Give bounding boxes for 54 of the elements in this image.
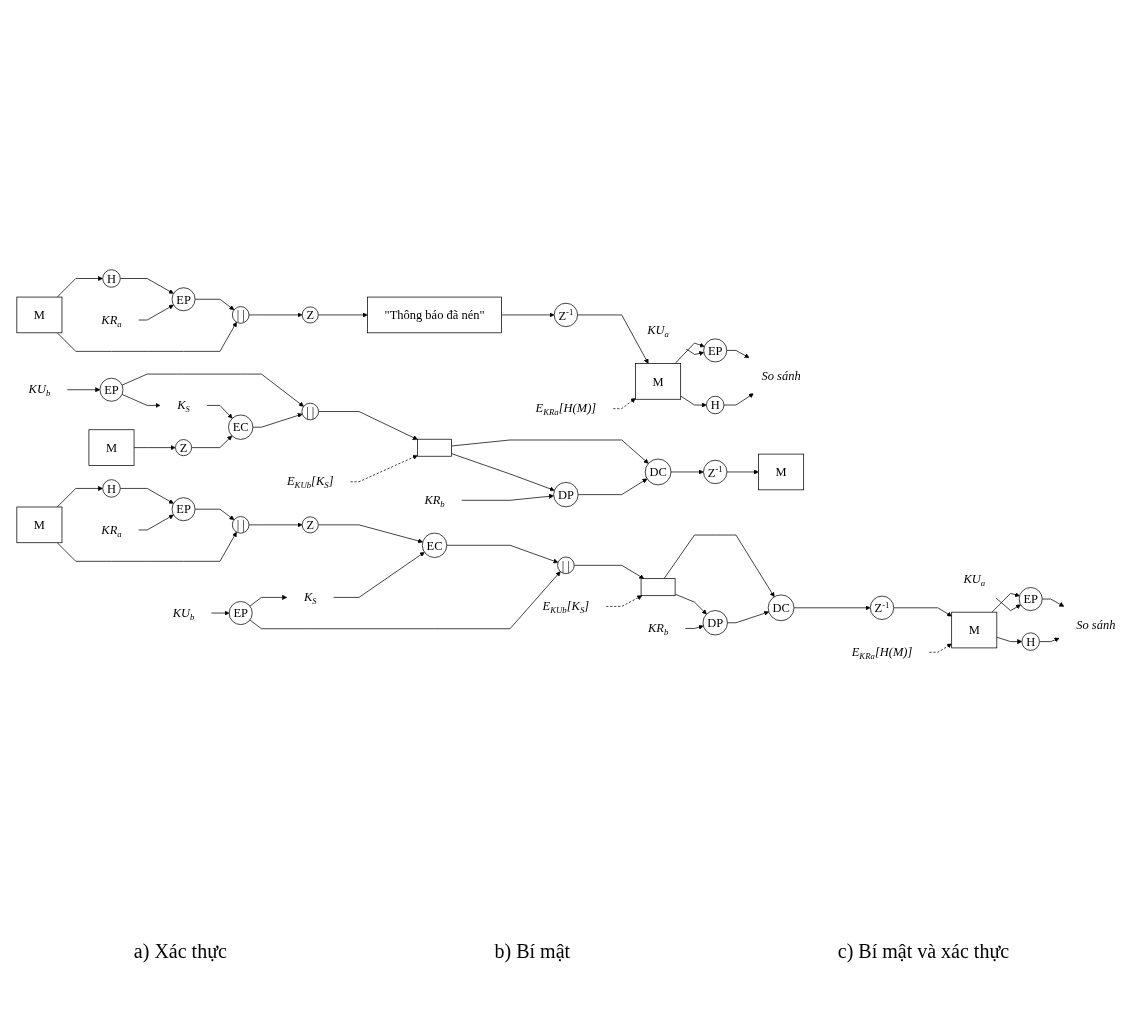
node-circle: Z <box>301 306 319 324</box>
node-text: K$_{S}$ <box>176 397 190 414</box>
node-circle: Z$^{-1}$ <box>869 595 894 620</box>
node-box <box>416 438 452 457</box>
node-text: E$_{KUb}$[K$_{S}$] <box>286 473 333 491</box>
node-circle: H <box>705 395 724 415</box>
node-circle: H <box>101 479 121 498</box>
node-circle: EC <box>227 414 253 440</box>
node-text: KR$_{b}$ <box>423 492 445 509</box>
node-circle: | | <box>301 402 319 421</box>
node-circle: Z <box>174 439 192 457</box>
node-text: E$_{KRa}$[H(M)] <box>535 400 596 417</box>
node-box: M <box>757 453 804 491</box>
node-text: E$_{KUb}$[K$_{S}$] <box>542 598 589 615</box>
node-circle: EP <box>228 601 253 625</box>
node-circle: DC <box>767 594 794 622</box>
node-circle: EP <box>171 287 195 312</box>
node-text: E$_{KRa}$[H(M)] <box>851 644 912 661</box>
node-text: K$_{S}$ <box>303 589 317 606</box>
node-circle: EP <box>171 497 195 522</box>
node-text: KU$_{b}$ <box>28 381 50 399</box>
node-circle: DP <box>702 610 728 636</box>
node-text: KR$_{b}$ <box>647 620 668 637</box>
node-text: KR$_{a}$ <box>100 312 122 329</box>
node-circle: DP <box>552 482 578 508</box>
node-circle: DC <box>644 458 671 486</box>
node-text: So sánh <box>1075 617 1115 632</box>
node-circle: EP <box>702 338 727 363</box>
node-box: "Thông báo đã nén" <box>366 296 502 334</box>
node-circle: Z$^{-1}$ <box>702 459 727 485</box>
node-circle: | | <box>231 516 249 534</box>
node-text: KR$_{a}$ <box>100 522 122 539</box>
node-circle: EP <box>1018 587 1043 611</box>
node-text: So sánh <box>760 368 801 383</box>
panel-caption: b) Bí mật <box>494 940 571 963</box>
node-circle: H <box>1021 632 1040 651</box>
node-circle: | | <box>231 306 249 324</box>
node-text: KU$_{b}$ <box>172 605 194 622</box>
node-circle: | | <box>556 556 575 574</box>
node-circle: EC <box>421 532 447 558</box>
node-box: M <box>950 611 997 649</box>
node-box <box>640 578 675 597</box>
panel-caption: a) Xác thực <box>133 940 227 963</box>
node-circle: H <box>101 269 121 288</box>
node-text: KU$_{a}$ <box>962 571 985 588</box>
node-text: KU$_{a}$ <box>646 322 669 340</box>
node-circle: Z <box>301 516 319 534</box>
node-box: M <box>634 363 681 400</box>
panel-caption: c) Bí mật và xác thực <box>837 940 1010 963</box>
node-box: M <box>15 296 62 334</box>
node-box: M <box>15 506 62 544</box>
node-circle: Z$^{-1}$ <box>553 302 578 327</box>
node-box: M <box>88 429 134 466</box>
node-circle: EP <box>99 377 123 402</box>
